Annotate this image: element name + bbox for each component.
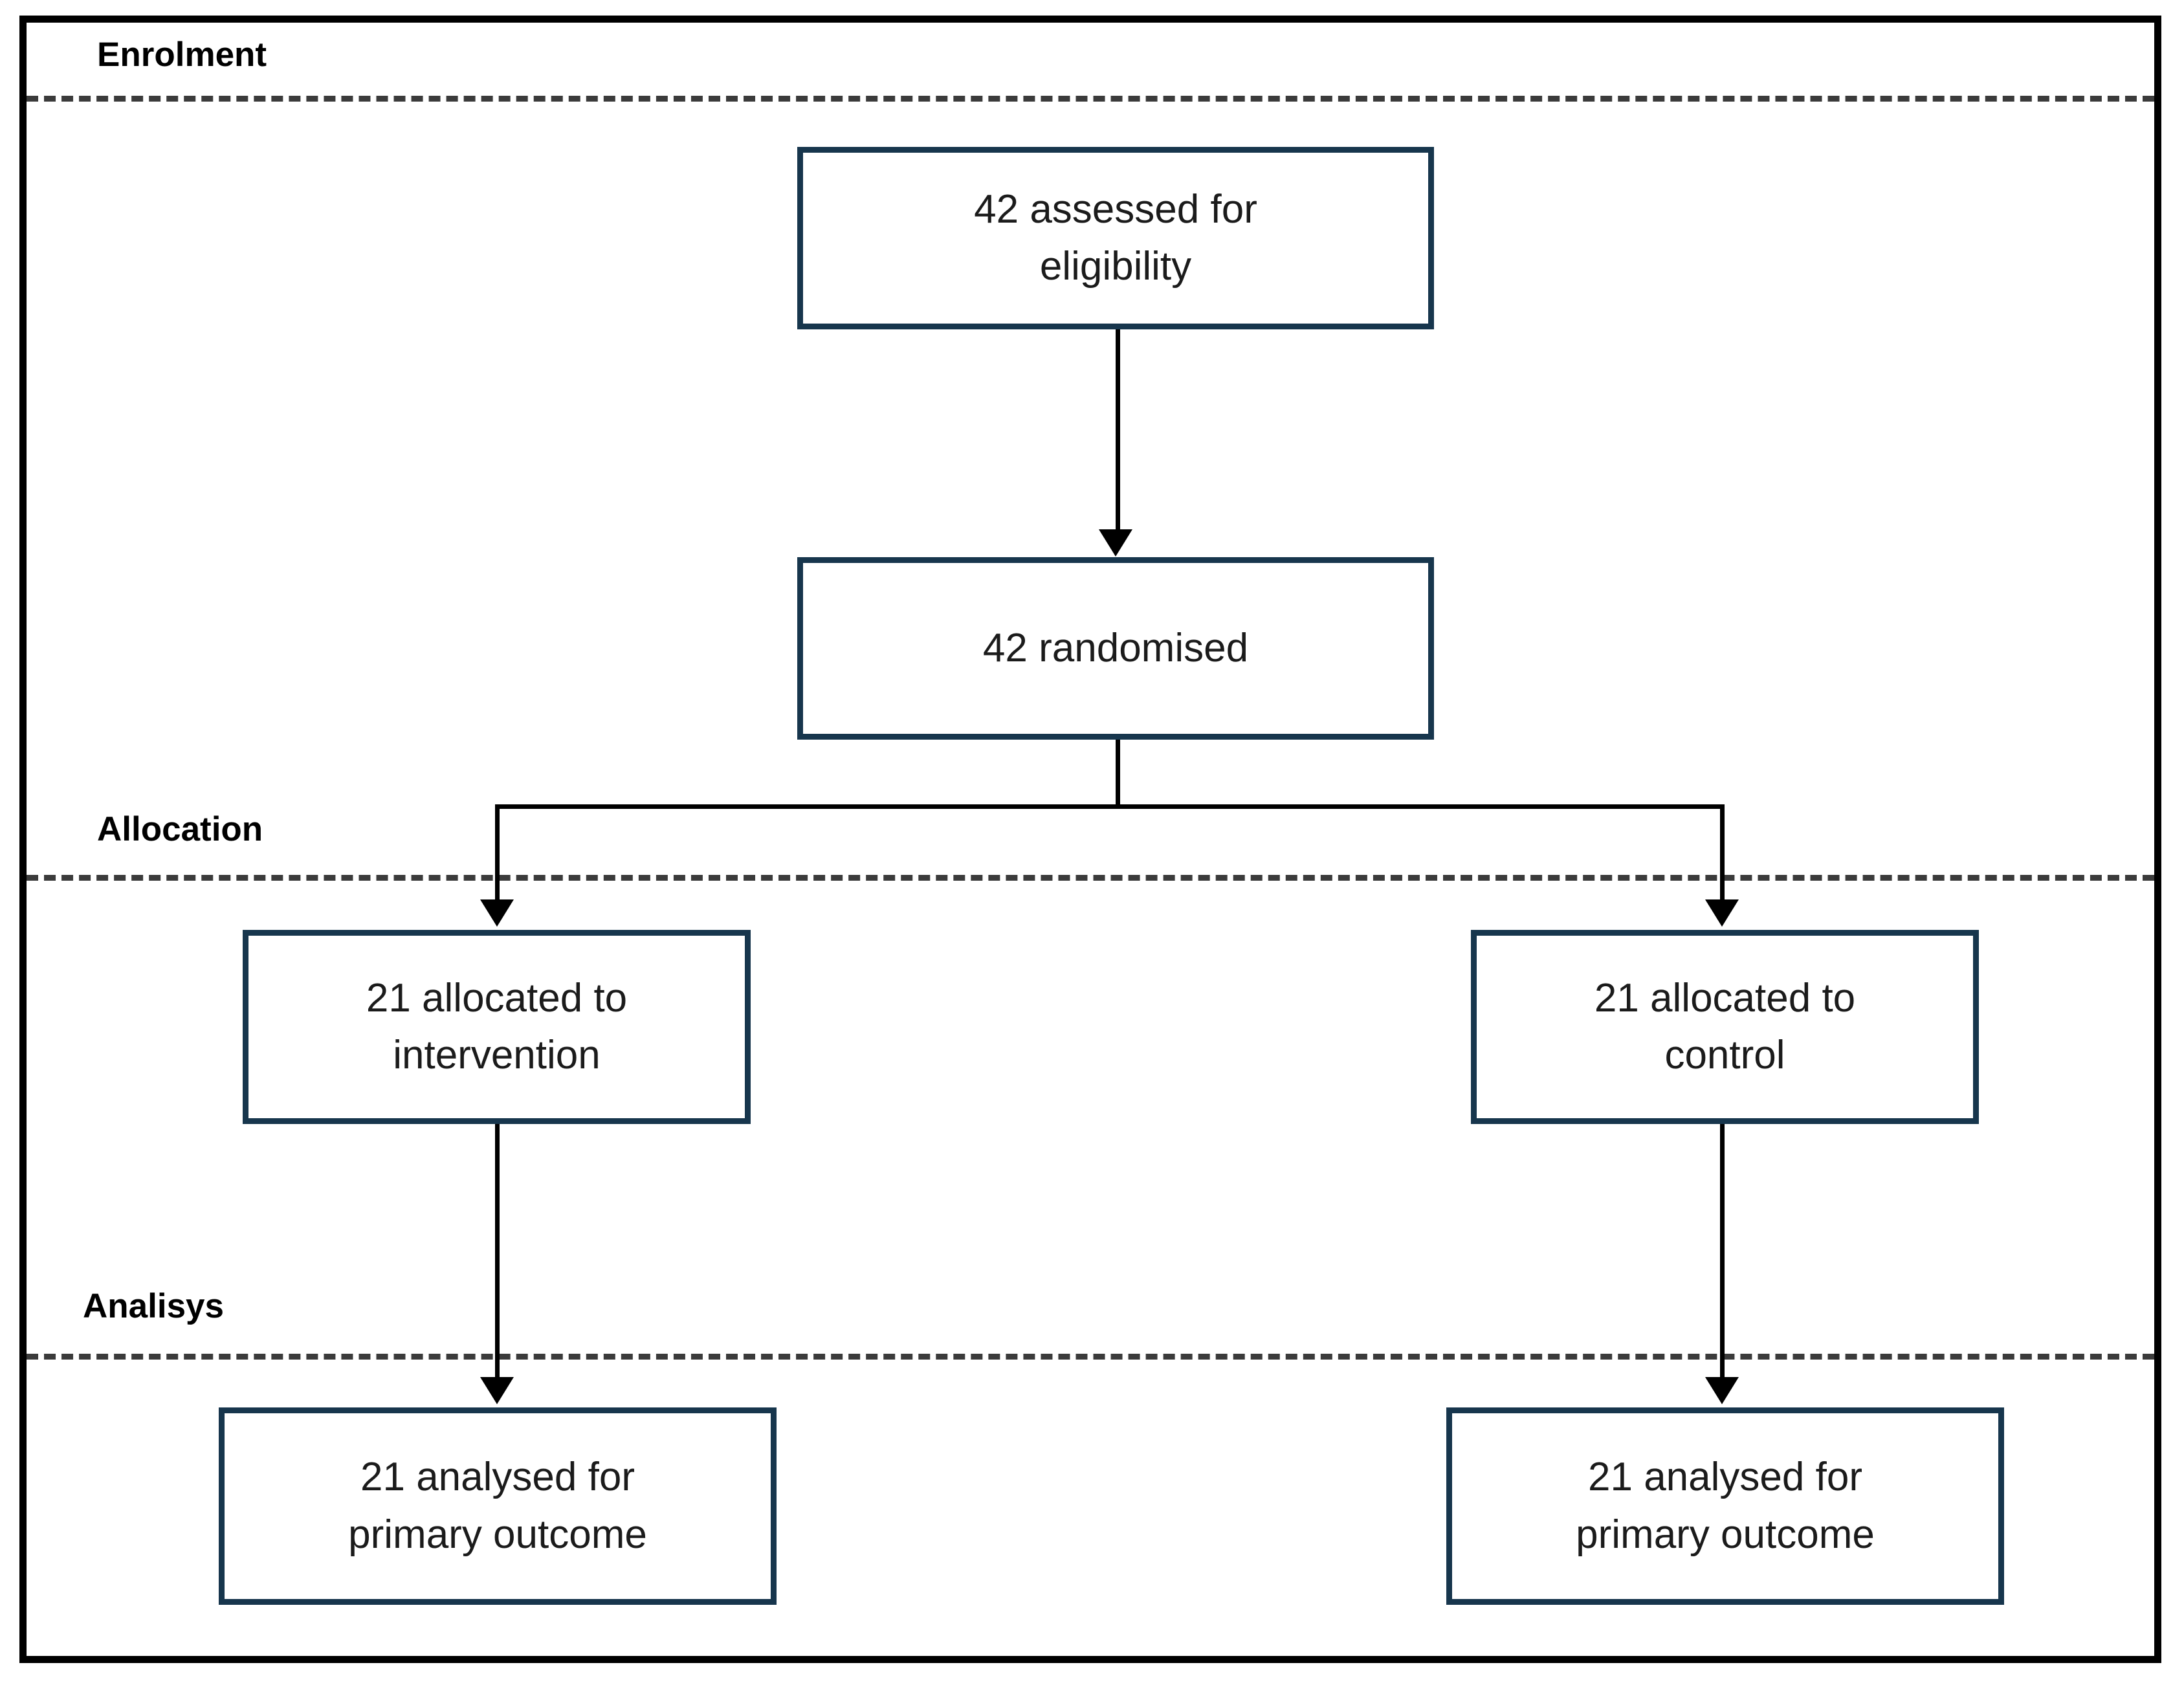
connector-randomised-to-intervention	[495, 804, 500, 901]
phase-divider-allocation	[27, 875, 2154, 881]
phase-label-analysis: Analisys	[83, 1287, 225, 1325]
node-allocated-to-control-label: 21 allocated to control	[1594, 975, 1856, 1077]
node-randomised-label: 42 randomised	[982, 625, 1249, 670]
connector-intervention-to-analysed	[495, 1124, 500, 1378]
connector-allocation-split-bar	[495, 804, 1725, 809]
diagram-outer-frame	[19, 16, 2161, 1663]
node-randomised: 42 randomised	[797, 557, 1434, 740]
node-allocated-to-intervention: 21 allocated to intervention	[243, 930, 751, 1124]
phase-divider-enrolment	[27, 96, 2154, 102]
node-allocated-to-control: 21 allocated to control	[1471, 930, 1979, 1124]
connector-control-to-analysed	[1720, 1124, 1725, 1378]
node-assessed-for-eligibility-label: 42 assessed for eligibility	[974, 186, 1257, 289]
node-analysed-control-label: 21 analysed for primary outcome	[1576, 1455, 1875, 1557]
arrowhead-intervention-to-analysed	[480, 1377, 514, 1404]
arrowhead-randomised-to-intervention	[480, 899, 514, 927]
node-analysed-control: 21 analysed for primary outcome	[1446, 1407, 2004, 1605]
phase-label-enrolment: Enrolment	[97, 36, 267, 74]
connector-randomised-to-control	[1720, 804, 1725, 901]
connector-randomised-stem	[1116, 740, 1120, 807]
arrowhead-control-to-analysed	[1705, 1377, 1739, 1404]
node-allocated-to-intervention-label: 21 allocated to intervention	[366, 975, 628, 1077]
node-analysed-intervention-label: 21 analysed for primary outcome	[348, 1455, 647, 1557]
arrowhead-assessed-to-randomised	[1099, 529, 1132, 557]
phase-label-allocation: Allocation	[97, 810, 263, 848]
node-analysed-intervention: 21 analysed for primary outcome	[219, 1407, 777, 1605]
arrowhead-randomised-to-control	[1705, 899, 1739, 927]
node-assessed-for-eligibility: 42 assessed for eligibility	[797, 147, 1434, 329]
connector-assessed-to-randomised	[1116, 329, 1120, 531]
phase-divider-analysis	[27, 1354, 2154, 1360]
